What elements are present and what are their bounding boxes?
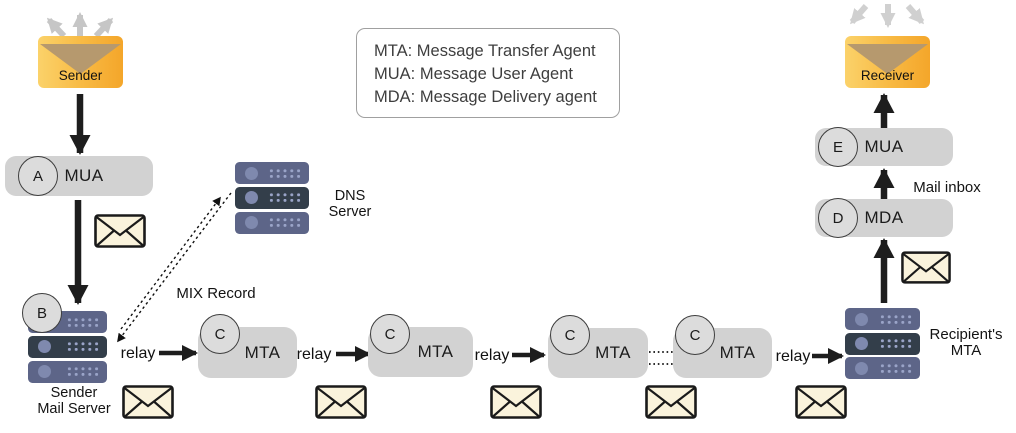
server-led-icon xyxy=(855,337,868,350)
legend-line-mta: MTA: Message Transfer Agent xyxy=(374,42,596,60)
server-row xyxy=(845,332,920,355)
server-vents-icon xyxy=(66,341,99,353)
badge-d: D xyxy=(818,198,858,238)
node-mta-4: C MTA xyxy=(673,315,772,378)
server-vents-icon xyxy=(268,192,301,204)
server-row xyxy=(28,360,107,383)
server-vents-icon xyxy=(879,313,912,325)
node-mta-1: C MTA xyxy=(198,314,297,378)
badge-b: B xyxy=(22,293,62,333)
legend-box: MTA: Message Transfer Agent MUA: Message… xyxy=(356,28,620,118)
mail-message-icon xyxy=(122,385,174,419)
server-row xyxy=(235,186,309,210)
dns-server-caption: DNS Server xyxy=(328,188,372,220)
receiver-label: Receiver xyxy=(860,68,915,83)
node-mta-label: MTA xyxy=(719,343,756,362)
sender-envelope: Sender xyxy=(38,36,123,88)
recipients-mta-caption: Recipient's MTA xyxy=(929,326,1003,359)
server-vents-icon xyxy=(268,167,301,179)
mail-message-icon xyxy=(901,251,951,284)
dotted-continuation xyxy=(649,351,674,365)
mail-message-icon xyxy=(315,385,367,419)
relay-label-1: relay xyxy=(120,345,156,362)
node-mta-2: C MTA xyxy=(368,314,473,377)
relay-label-4: relay xyxy=(775,348,811,365)
mail-message-icon xyxy=(94,214,146,248)
server-vents-icon xyxy=(879,338,912,349)
sender-label: Sender xyxy=(58,68,103,83)
relay-label-3: relay xyxy=(474,347,510,364)
node-mta-label: MTA xyxy=(244,342,281,362)
mail-message-icon xyxy=(795,385,847,419)
badge-c: C xyxy=(550,315,590,355)
server-led-icon xyxy=(855,312,868,326)
sender-mail-server-caption: Sender Mail Server xyxy=(37,385,111,417)
node-mua-e: E MUA xyxy=(815,127,953,167)
node-mda-label: MDA xyxy=(864,208,904,227)
server-led-icon xyxy=(245,166,258,180)
server-row xyxy=(235,162,309,185)
server-row xyxy=(235,211,309,234)
legend-line-mda: MDA: Message Delivery agent xyxy=(374,88,597,106)
receiver-envelope-icon xyxy=(845,36,930,88)
recipients-mta-server-icon xyxy=(845,308,920,379)
server-row xyxy=(845,308,920,330)
server-vents-icon xyxy=(66,316,99,328)
badge-c: C xyxy=(675,315,715,355)
node-mda: D MDA xyxy=(815,198,953,238)
badge-c: C xyxy=(200,314,240,354)
server-led-icon xyxy=(245,191,258,205)
server-vents-icon xyxy=(66,366,99,378)
mail-message-icon xyxy=(490,385,542,419)
server-led-icon xyxy=(245,216,258,230)
mix-record-label: MIX Record xyxy=(176,285,256,302)
legend-line-mua: MUA: Message User Agent xyxy=(374,65,573,83)
sender-broadcast-arrows-icon xyxy=(46,12,114,39)
server-vents-icon xyxy=(879,362,912,374)
node-mta-3: C MTA xyxy=(548,315,648,378)
dns-server-icon xyxy=(235,162,309,234)
badge-e: E xyxy=(818,127,858,167)
relay-label-2: relay xyxy=(296,346,332,363)
server-row xyxy=(845,357,920,379)
server-vents-icon xyxy=(268,217,301,229)
server-led-icon xyxy=(38,365,51,379)
sender-envelope-icon xyxy=(38,36,123,88)
node-mta-label: MTA xyxy=(595,343,631,362)
receiver-incoming-arrows-icon xyxy=(849,4,925,28)
server-led-icon xyxy=(38,340,51,354)
server-led-icon xyxy=(855,361,868,375)
node-mua-a-label: MUA xyxy=(64,166,104,185)
server-row xyxy=(28,335,107,359)
badge-c: C xyxy=(370,314,410,354)
node-mua-e-label: MUA xyxy=(864,137,904,156)
node-mta-label: MTA xyxy=(417,342,454,361)
receiver-envelope: Receiver xyxy=(845,36,930,88)
node-mua-a: A MUA xyxy=(5,156,153,196)
mail-message-icon xyxy=(645,385,697,419)
dashed-arrow-response-to-server xyxy=(117,192,232,343)
mail-inbox-label: Mail inbox xyxy=(913,179,981,196)
badge-a: A xyxy=(18,156,58,196)
